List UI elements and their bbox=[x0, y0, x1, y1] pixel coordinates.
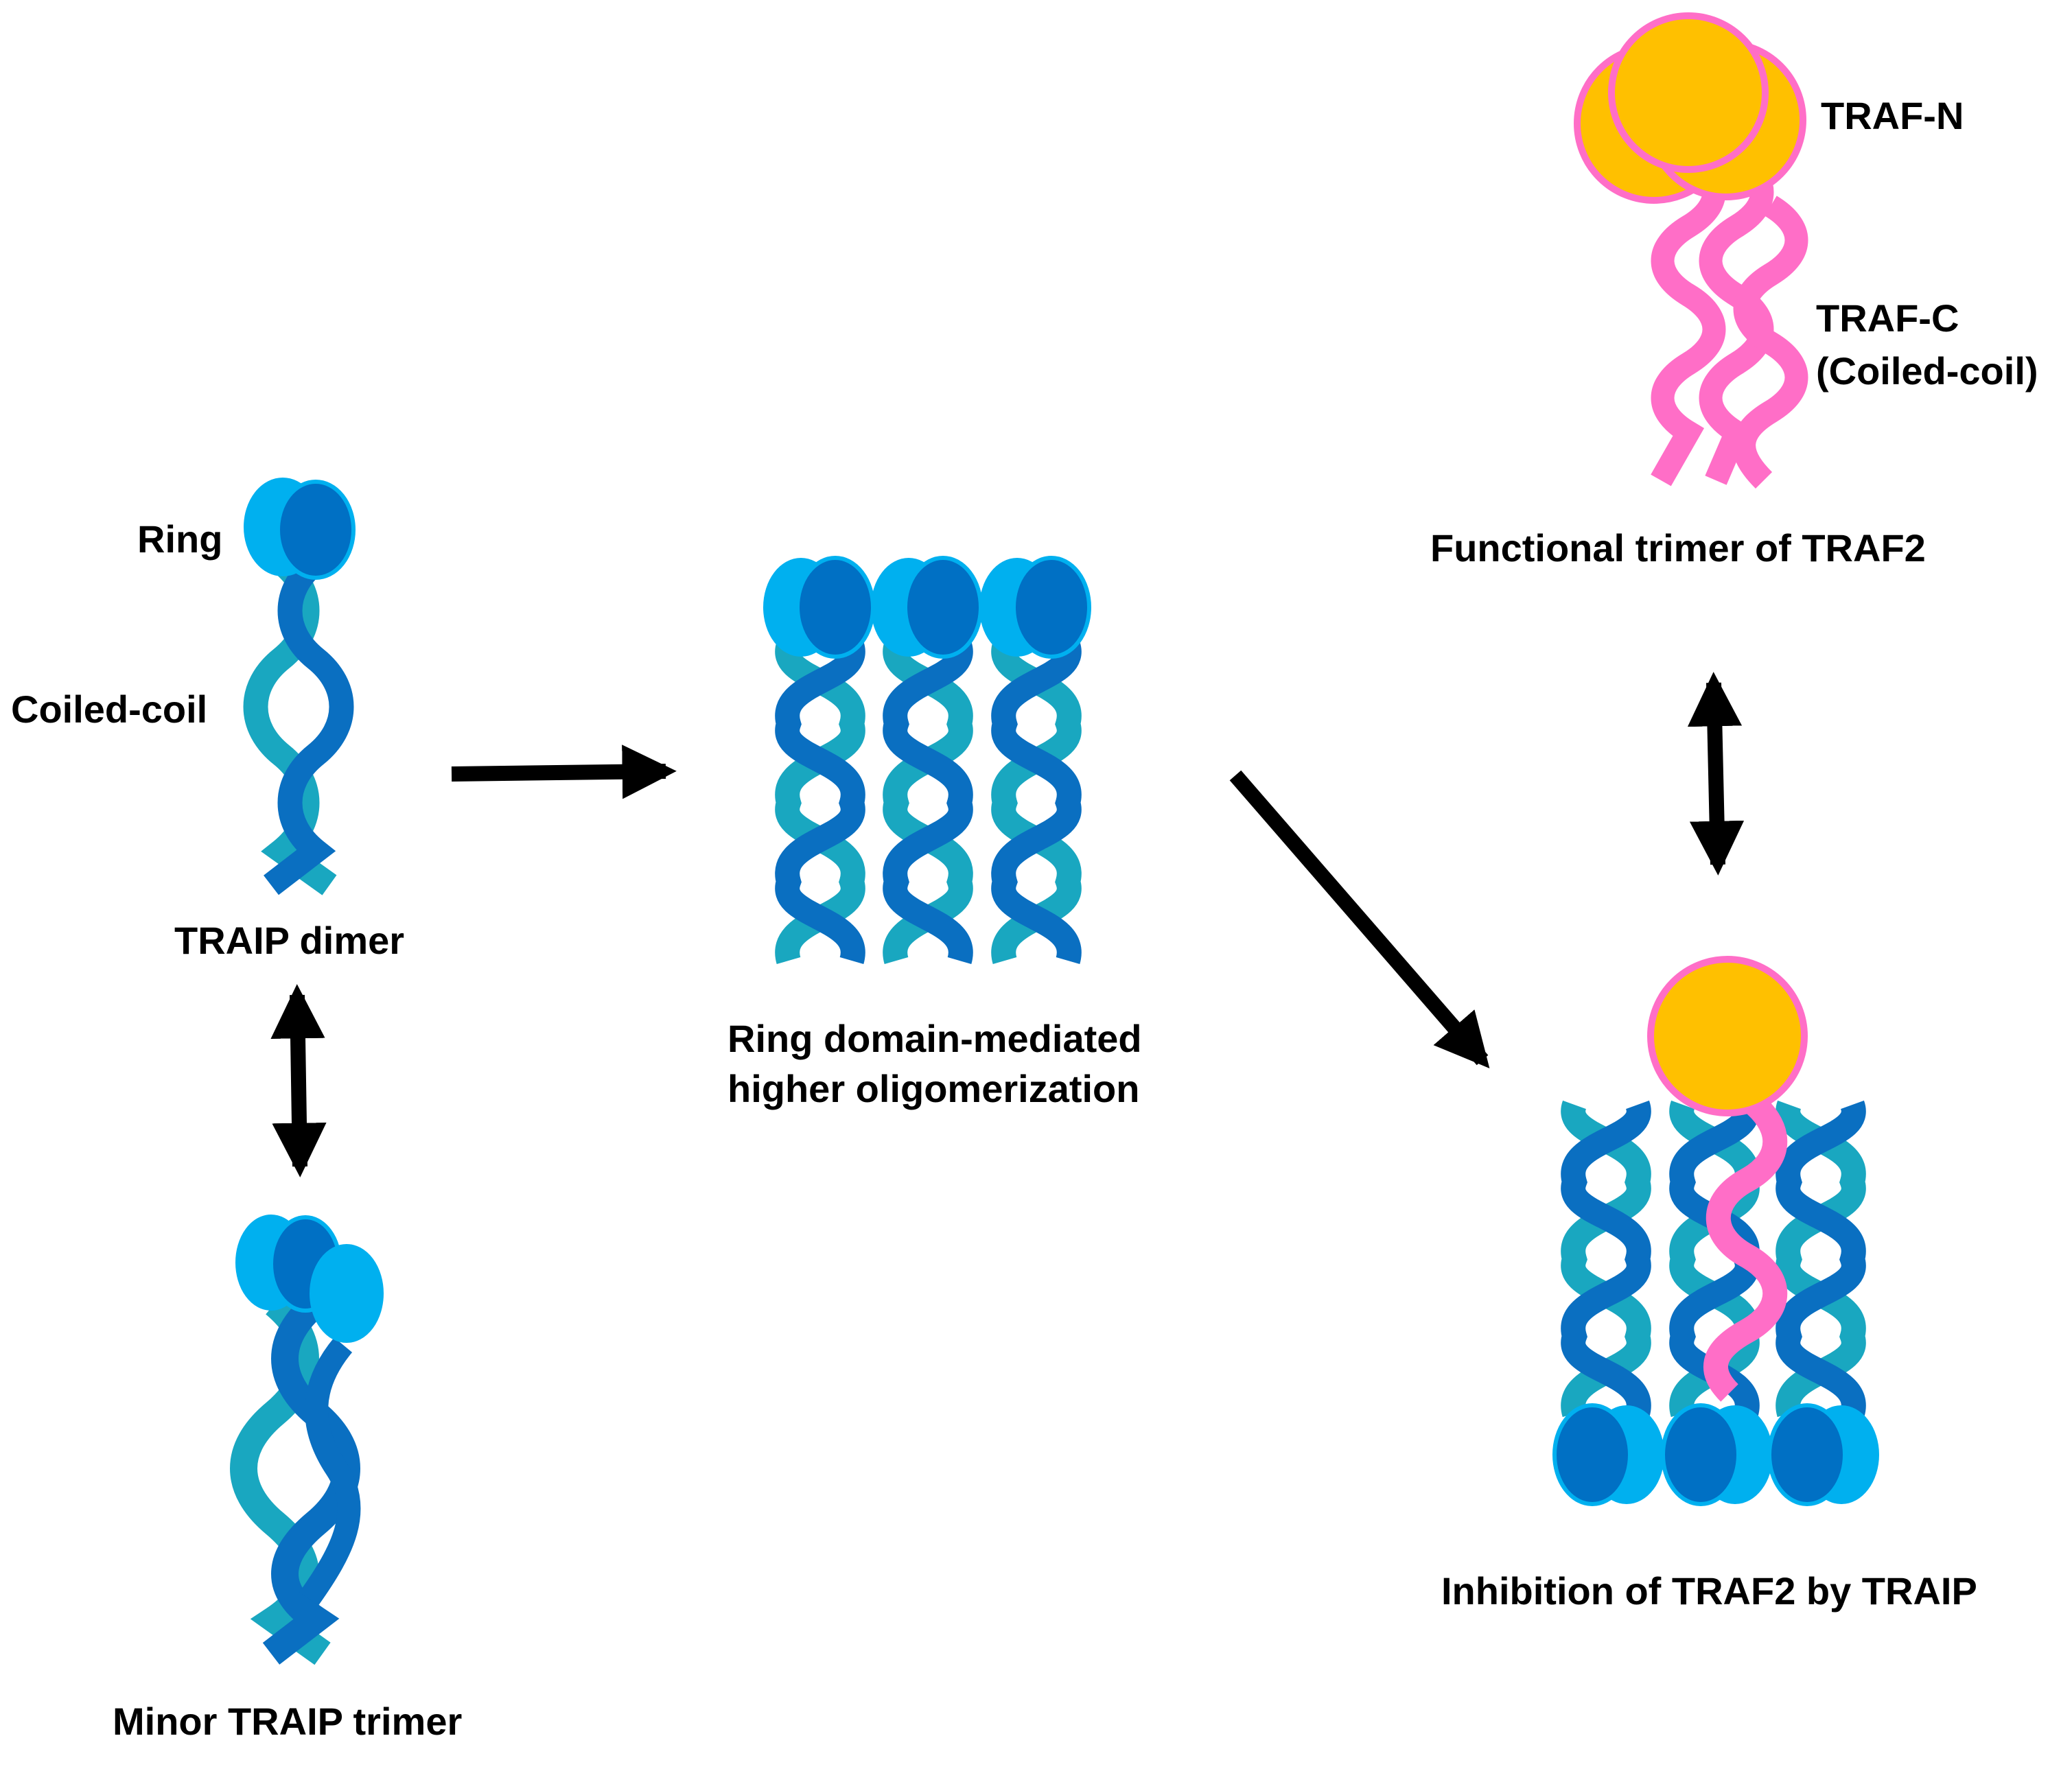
inhibition-label: Inhibition of TRAF2 by TRAIP bbox=[1441, 1569, 1977, 1613]
helix-strand-teal bbox=[1669, 1100, 1760, 1418]
ring-domain-dark bbox=[1552, 1403, 1632, 1506]
traf-c-label-line2: (Coiled-coil) bbox=[1816, 349, 2038, 392]
traf-c-coil-1 bbox=[1651, 148, 1726, 486]
arrow-oligomer-to-inhibition bbox=[1229, 770, 1490, 1068]
helix-strand-teal bbox=[991, 641, 1082, 964]
ring-domain-dark bbox=[276, 480, 356, 580]
traip-dimer-illustration bbox=[243, 478, 356, 895]
traf-n-domain-inhibited bbox=[1647, 956, 1808, 1116]
ring-domain-dark bbox=[1012, 556, 1091, 659]
traf-c-coil-3 bbox=[1732, 196, 1808, 489]
helix-strand-teal bbox=[1776, 1100, 1866, 1418]
traip-dimer-label: TRAIP dimer bbox=[174, 919, 404, 962]
traf2-trimer-illustration bbox=[1574, 12, 1808, 489]
helix-strand-teal bbox=[1561, 1100, 1651, 1418]
traf-c-label-line1: TRAF-C bbox=[1816, 296, 1959, 340]
arrow-traf2-trimer-equilibrium bbox=[1687, 672, 1745, 876]
ring-domain-dark bbox=[1661, 1403, 1741, 1506]
coiled-coil-strand-teal bbox=[243, 552, 337, 895]
helix-strand-dark bbox=[991, 641, 1082, 964]
oligomer-coiled-coil-1 bbox=[775, 641, 865, 964]
helix-strand-dark bbox=[1561, 1100, 1651, 1418]
higher-oligomer-illustration bbox=[763, 556, 1091, 964]
coiled-coil-label: Coiled-coil bbox=[11, 688, 207, 731]
helix-strand-dark bbox=[1776, 1100, 1866, 1418]
ring-domain-dark bbox=[1767, 1403, 1847, 1506]
traf-n-label: TRAF-N bbox=[1821, 94, 1964, 137]
traf-c-coil-inserted bbox=[1703, 1088, 1788, 1402]
helix-strand-teal bbox=[883, 641, 973, 964]
helix-strand-dark bbox=[775, 641, 865, 964]
ring-domain-dark bbox=[795, 556, 875, 659]
oligomer-coiled-coil-3 bbox=[991, 641, 1082, 964]
oligomer-ring-pair-2 bbox=[871, 556, 983, 659]
trimer-ring-light-2 bbox=[310, 1244, 384, 1343]
arrow-group bbox=[270, 672, 1745, 1177]
ring-domain-dark bbox=[903, 556, 983, 659]
inhibition-ring-pair-2 bbox=[1661, 1403, 1773, 1506]
traf-n-domain-3 bbox=[1608, 12, 1769, 173]
oligomer-ring-pair-1 bbox=[763, 556, 875, 659]
oligomerization-label-line1: Ring domain-mediated bbox=[727, 1017, 1142, 1060]
oligomer-coiled-coil-2 bbox=[883, 641, 973, 964]
inhibition-coiled-coil-1 bbox=[1561, 1100, 1651, 1418]
helix-strand-dark bbox=[883, 641, 973, 964]
arrow-dimer-to-oligomer bbox=[451, 745, 677, 799]
ring-label: Ring bbox=[137, 517, 222, 561]
functional-trimer-label: Functional trimer of TRAF2 bbox=[1430, 526, 1926, 570]
traip-trimer-illustration bbox=[230, 1215, 384, 1665]
trimer-strand-teal bbox=[230, 1293, 331, 1665]
coiled-coil-strand-dark bbox=[264, 552, 354, 895]
arrow-dimer-trimer-equilibrium bbox=[270, 984, 327, 1177]
inhibition-ring-pair-1 bbox=[1552, 1403, 1664, 1506]
helix-strand-teal bbox=[775, 641, 865, 964]
oligomerization-label-line2: higher oligomerization bbox=[727, 1067, 1139, 1110]
traf2-inhibition-illustration bbox=[1552, 956, 1879, 1506]
trimer-strand-dark-2 bbox=[299, 1337, 361, 1606]
oligomer-ring-pair-3 bbox=[979, 556, 1091, 659]
minor-trimer-label: Minor TRAIP trimer bbox=[113, 1700, 462, 1743]
inhibition-ring-pair-3 bbox=[1767, 1403, 1879, 1506]
inhibition-coiled-coil-3 bbox=[1776, 1100, 1866, 1418]
